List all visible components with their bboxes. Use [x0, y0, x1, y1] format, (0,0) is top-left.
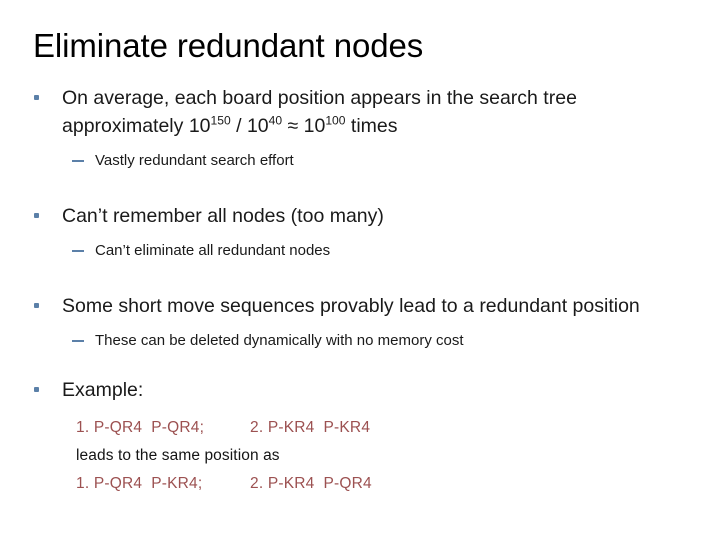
move-line-1: 1. P-QR4 P-QR4; 2. P-KR4 P-KR4 [76, 414, 700, 442]
bullet-text-on-average-before: On average, each board position appears … [62, 87, 577, 137]
bullet-example: Example: [0, 376, 720, 404]
subbullet-deleted-dynamically: These can be deleted dynamically with no… [0, 330, 720, 352]
move-line-1-col2: 2. P-KR4 P-KR4 [250, 419, 371, 436]
page-title: Eliminate redundant nodes [33, 27, 424, 64]
move-line-2-col2: 2. P-KR4 P-QR4 [250, 475, 372, 492]
bullet-dot-icon [34, 387, 39, 392]
move-line-2: 1. P-QR4 P-KR4; 2. P-KR4 P-QR4 [76, 470, 700, 498]
example-block: 1. P-QR4 P-QR4; 2. P-KR4 P-KR4 leads to t… [0, 414, 720, 498]
math-exp-3: 100 [325, 113, 346, 128]
spacer [0, 320, 720, 330]
spacer [0, 172, 720, 202]
math-base-2: 10 [246, 115, 269, 137]
bullet-label: Example: [62, 379, 144, 401]
bullet-dot-icon [34, 213, 39, 218]
example-connector-text: leads to the same position as [76, 447, 280, 464]
bullet-short-move-sequences: Some short move sequences provably lead … [0, 292, 720, 320]
subbullet-label: Can’t eliminate all redundant nodes [95, 242, 331, 259]
bullet-cant-remember: Can’t remember all nodes (too many) [0, 202, 720, 230]
math-divider: / [230, 115, 247, 137]
math-approx: ≈ [282, 115, 304, 137]
subbullet-label: These can be deleted dynamically with no… [95, 332, 464, 349]
slide-body: On average, each board position appears … [0, 84, 720, 498]
bullet-dot-icon [34, 95, 39, 100]
bullet-label: Some short move sequences provably lead … [62, 295, 640, 317]
move-line-2-col1: 1. P-QR4 P-KR4; [76, 475, 203, 492]
bullet-dot-icon [34, 303, 39, 308]
spacer [0, 262, 720, 292]
bullet-dash-icon [72, 340, 84, 342]
bullet-label: Can’t remember all nodes (too many) [62, 205, 384, 227]
bullet-dash-icon [72, 250, 84, 252]
move-line-1-col1: 1. P-QR4 P-QR4; [76, 419, 205, 436]
bullet-text-on-average-after: times [345, 115, 398, 137]
bullet-on-average: On average, each board position appears … [0, 84, 720, 140]
spacer [0, 140, 720, 150]
subbullet-vastly-redundant: Vastly redundant search effort [0, 150, 720, 172]
math-base-3: 10 [303, 115, 326, 137]
subbullet-cant-eliminate: Can’t eliminate all redundant nodes [0, 240, 720, 262]
spacer [0, 230, 720, 240]
math-base-1: 10 [188, 115, 211, 137]
spacer [0, 352, 720, 376]
bullet-dash-icon [72, 160, 84, 162]
math-exp-1: 150 [210, 113, 231, 128]
subbullet-label: Vastly redundant search effort [95, 152, 294, 169]
math-exp-2: 40 [268, 113, 283, 128]
